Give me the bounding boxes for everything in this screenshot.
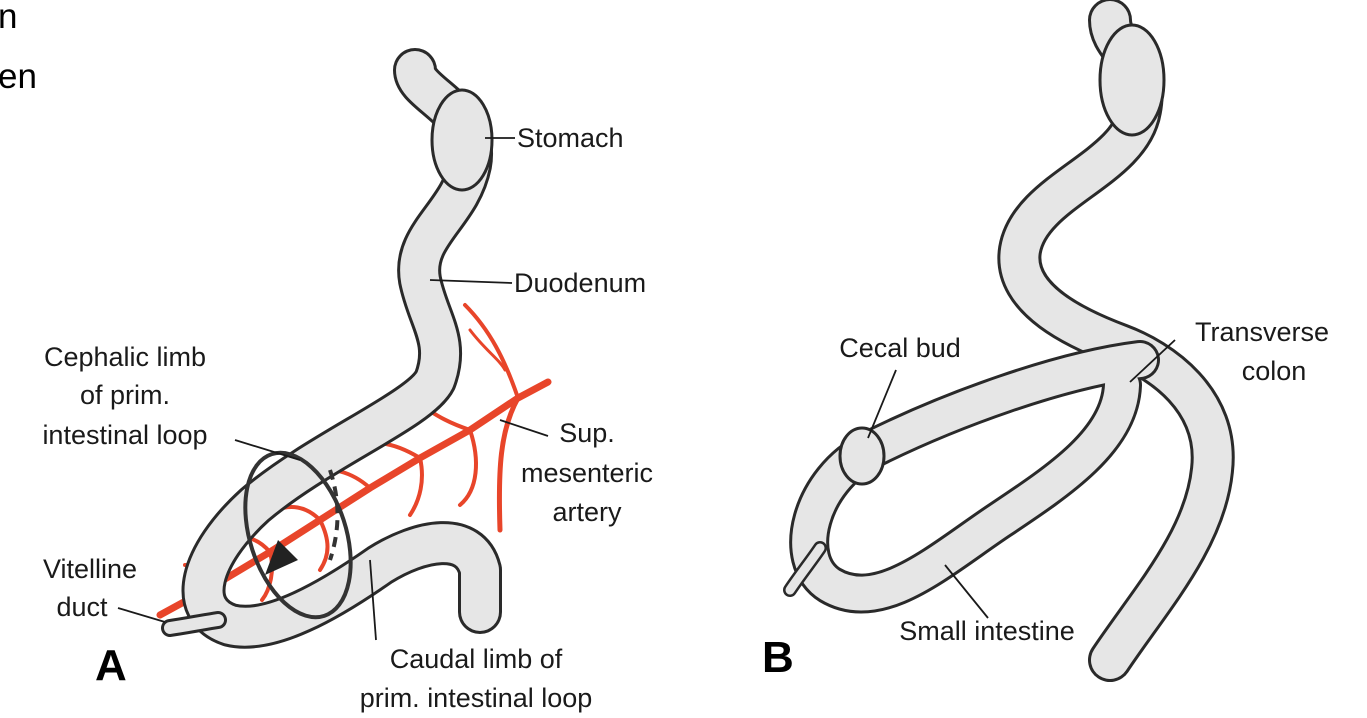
leader-small-intestine	[945, 565, 988, 618]
panel-b: Cecal bud Transverse colon Small intesti…	[762, 20, 1329, 682]
label-stomach: Stomach	[517, 123, 624, 153]
panel-b-letter: B	[762, 633, 794, 682]
label-small-intestine: Small intestine	[899, 616, 1075, 646]
label-vitelline-line1: Vitelline	[43, 554, 137, 584]
stomach-shape-a	[432, 90, 492, 190]
clipped-text-line1: n	[0, 0, 17, 36]
gut-tube-a	[170, 70, 492, 628]
stomach-shape-b	[1100, 25, 1164, 135]
label-cephalic-line2: of prim.	[80, 380, 170, 410]
label-cecal-bud: Cecal bud	[839, 333, 961, 363]
panel-a-letter: A	[95, 641, 127, 690]
label-sup-line3: artery	[552, 497, 622, 527]
label-cephalic-line1: Cephalic limb	[44, 342, 206, 372]
cecal-bud-shape	[840, 428, 884, 484]
label-vitelline-line2: duct	[56, 592, 108, 622]
label-caudal-line2: prim. intestinal loop	[360, 683, 593, 713]
label-caudal-line1: Caudal limb of	[390, 644, 563, 674]
panel-a: Stomach Duodenum Cephalic limb of prim. …	[42, 70, 653, 713]
label-cephalic-line3: intestinal loop	[42, 420, 207, 450]
label-duodenum: Duodenum	[514, 268, 646, 298]
label-transverse-line1: Transverse	[1195, 317, 1329, 347]
label-transverse-line2: colon	[1242, 356, 1307, 386]
label-sup-line2: mesenteric	[521, 458, 653, 488]
clipped-text-line2: en	[0, 57, 37, 96]
label-sup-line1: Sup.	[559, 418, 615, 448]
